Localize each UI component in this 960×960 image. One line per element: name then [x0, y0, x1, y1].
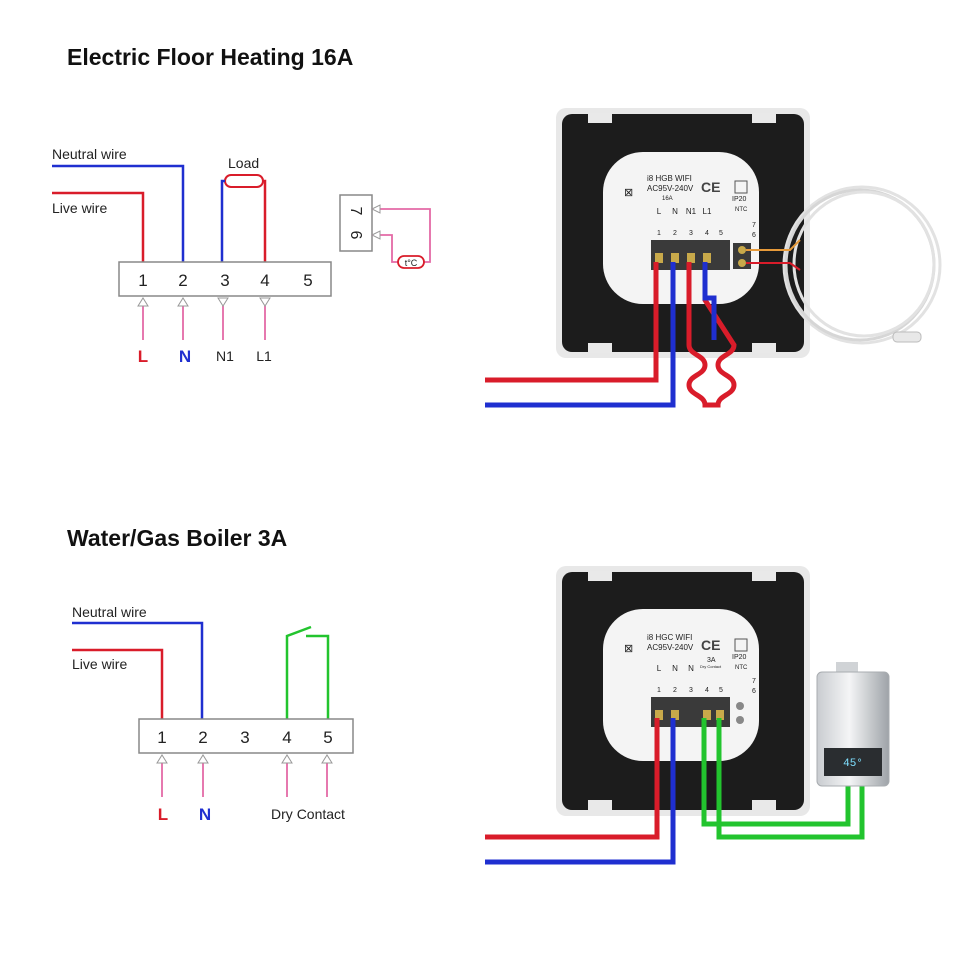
neutral-wire	[52, 164, 185, 262]
input2-L: L	[158, 805, 168, 824]
neutral-wire-2	[72, 621, 204, 719]
thermostat-device-floor-heating: i8 HGB WIFI AC95V-240V 16A CE IP20 NTC ⊠…	[485, 108, 942, 408]
photo2-dry-contact-wire-a	[701, 718, 851, 827]
device-ntc: NTC	[735, 207, 748, 213]
device2-dry-contact: Dry Contact	[700, 664, 722, 669]
photo-live-wire	[485, 262, 659, 383]
input-N: N	[179, 347, 191, 366]
schematic-boiler: Neutral wire Live wire 1 2 3 4 5 L N Dry…	[72, 604, 354, 824]
device2-model: i8 HGC WIFI	[647, 633, 692, 642]
pin2-label-N-b: N	[688, 664, 694, 673]
terminal2-3: 3	[240, 728, 249, 747]
boiler-unit: 45°	[816, 662, 890, 787]
device-rating: 16A	[662, 196, 673, 202]
device2-rating: 3A	[707, 657, 716, 664]
device-ip: IP20	[732, 196, 747, 203]
pin-label-N: N	[672, 207, 678, 216]
device2-ntc: NTC	[735, 665, 748, 671]
section2-title: Water/Gas Boiler 3A	[67, 525, 288, 551]
load-label: Load	[228, 155, 259, 171]
sensor-terminal-block	[339, 194, 373, 252]
dry-contact-switch	[285, 625, 312, 719]
device-model: i8 HGB WIFI	[647, 174, 692, 183]
boiler-display: 45°	[843, 758, 863, 770]
dev2-terminal-1: 1	[657, 687, 661, 694]
pin-label-L: L	[657, 207, 662, 216]
sensor-terminal-6: 6	[347, 231, 364, 240]
dev-terminal-2: 2	[673, 230, 677, 237]
dev2-terminal-4: 4	[705, 687, 709, 694]
neutral-wire-label-2: Neutral wire	[72, 604, 147, 620]
terminal-block	[118, 261, 332, 297]
schematic-floor-heating: Neutral wire Live wire Load 1 2 3 4 5 L …	[52, 146, 431, 366]
temperature-sensor	[397, 255, 425, 269]
device2-back-plate	[603, 609, 759, 761]
pin2-label-N: N	[672, 664, 678, 673]
photo2-neutral-wire	[485, 718, 676, 865]
load-live-wire	[263, 179, 267, 262]
photo2-live-wire	[485, 718, 660, 840]
terminal-3: 3	[220, 271, 229, 290]
input-arrows	[137, 297, 271, 340]
sensor-wire-7	[372, 208, 431, 263]
dev-terminal-5: 5	[719, 230, 723, 237]
sensor-wire-6	[372, 234, 398, 263]
terminal2-4: 4	[282, 728, 291, 747]
dev-terminal-1: 1	[657, 230, 661, 237]
dev2-side-terminal-7: 7	[752, 678, 756, 685]
sensor-cable-coil	[782, 185, 942, 345]
device2-ip: IP20	[732, 654, 747, 661]
photo-neutral-wire	[485, 262, 676, 408]
device-voltage: AC95V-240V	[647, 184, 694, 193]
input-N1: N1	[216, 348, 234, 364]
thermostat-device-boiler: i8 HGC WIFI AC95V-240V CE IP20 NTC ⊠ 3A …	[485, 566, 890, 865]
dev-terminal-4: 4	[705, 230, 709, 237]
terminal-1: 1	[138, 271, 147, 290]
sensor-probe	[892, 331, 922, 343]
dev2-terminal-2: 2	[673, 687, 677, 694]
terminal-5: 5	[303, 271, 312, 290]
input-L1: L1	[256, 348, 272, 364]
input-arrows-2	[156, 754, 333, 797]
live-wire	[52, 191, 145, 262]
terminal2-5: 5	[323, 728, 332, 747]
boiler-control-panel	[824, 748, 882, 776]
ce-mark-2: CE	[701, 637, 720, 653]
weee-icon-2: ⊠	[624, 643, 633, 655]
pin-label-N1: N1	[686, 207, 697, 216]
dev-terminal-3: 3	[689, 230, 693, 237]
dry-contact-label: Dry Contact	[271, 806, 345, 822]
weee-icon: ⊠	[624, 187, 633, 199]
ce-mark: CE	[701, 179, 720, 195]
terminal-block-2	[138, 718, 354, 754]
dev2-side-terminal-6: 6	[752, 688, 756, 695]
terminal-4: 4	[260, 271, 269, 290]
dev-side-terminal-6: 6	[752, 232, 756, 239]
device2-voltage: AC95V-240V	[647, 643, 694, 652]
live-wire-label-2: Live wire	[72, 656, 127, 672]
pin2-label-L: L	[657, 664, 662, 673]
input-L: L	[138, 347, 148, 366]
sensor-terminal-7: 7	[347, 207, 364, 216]
load-heater	[224, 174, 264, 188]
photo-load-wire	[686, 262, 737, 408]
live-wire-2	[72, 648, 164, 719]
load-neutral-wire	[220, 179, 225, 262]
dev2-terminal-3: 3	[689, 687, 693, 694]
photo2-dry-contact-wire-b	[716, 718, 865, 840]
sensor-label: t°C	[405, 258, 418, 268]
dev2-terminal-5: 5	[719, 687, 723, 694]
section1-title: Electric Floor Heating 16A	[67, 44, 354, 70]
terminal2-2: 2	[198, 728, 207, 747]
terminal2-1: 1	[157, 728, 166, 747]
dev-side-terminal-7: 7	[752, 222, 756, 229]
live-wire-label: Live wire	[52, 200, 107, 216]
pin-label-L1: L1	[703, 207, 712, 216]
neutral-wire-label: Neutral wire	[52, 146, 127, 162]
terminal-2: 2	[178, 271, 187, 290]
input2-N: N	[199, 805, 211, 824]
